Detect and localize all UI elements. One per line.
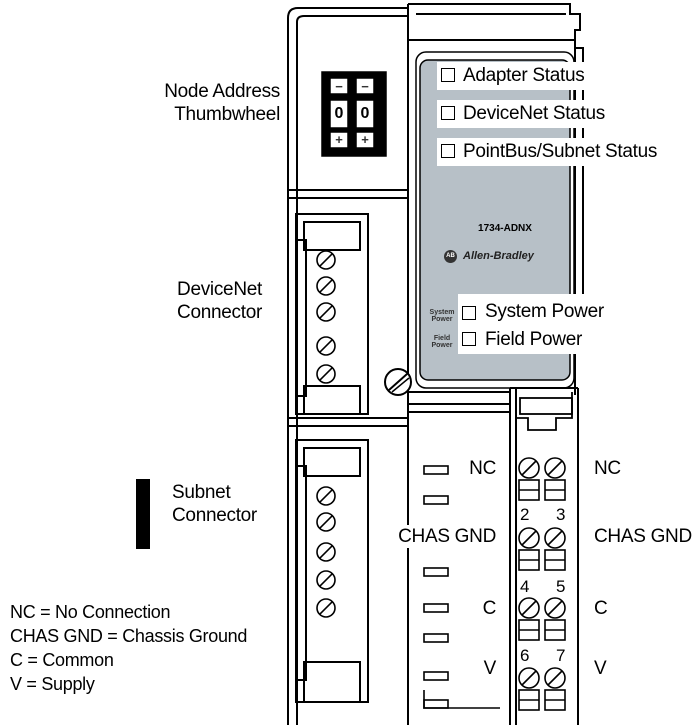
terminal-block-screws (518, 457, 566, 711)
node-address-thumbwheel (321, 71, 387, 157)
model-number: 1734-ADNX (478, 223, 532, 234)
terminal-number-5: 5 (556, 577, 566, 596)
devicenet-status-label: DeviceNet Status (463, 103, 605, 124)
adapter-status-label: Adapter Status (463, 65, 585, 86)
devicenet-status-led (441, 106, 455, 120)
system-power-small-line1: System (429, 309, 455, 316)
subnet-connector-label-line1: Subnet (172, 482, 231, 503)
legend-v: V = Supply (10, 674, 95, 694)
terminal-left-v: V (483, 658, 497, 679)
field-power-small-line2: Power (431, 342, 453, 349)
terminal-number-7: 7 (556, 646, 566, 665)
system-power-small-line2: Power (431, 316, 453, 323)
thumbwheel-plus-right: + (361, 132, 369, 147)
node-address-label-line2: Thumbwheel (174, 104, 280, 125)
side-slot (423, 567, 449, 577)
thumbwheel-digit-right[interactable]: 0 (360, 105, 370, 122)
field-power-led (462, 332, 476, 346)
thumbwheel-plus-left: + (335, 132, 343, 147)
devicenet-connector-label-line2: Connector (177, 302, 262, 323)
side-slot (423, 633, 449, 643)
terminal-number-2: 2 (520, 505, 530, 524)
terminal-block-outline (509, 388, 579, 725)
node-address-label-line1: Node Address (164, 81, 280, 102)
subnet-marker-bar (136, 479, 150, 549)
ab-logo-icon: AB (444, 250, 457, 263)
legend-chas-gnd: CHAS GND = Chassis Ground (10, 626, 248, 646)
field-power-label: Field Power (485, 329, 583, 350)
thumbwheel-digit-left[interactable]: 0 (334, 105, 344, 122)
subnet-connector-body (295, 439, 369, 703)
thumbwheel-minus-left: − (335, 79, 343, 94)
devicenet-connector-body (295, 213, 369, 415)
terminal-right-chas-gnd: CHAS GND (594, 526, 692, 547)
connector-screws (316, 250, 336, 618)
terminal-left-nc: NC (469, 458, 496, 479)
legend-nc: NC = No Connection (10, 602, 171, 622)
terminal-right-c: C (594, 598, 608, 619)
adapter-status-led (441, 68, 455, 82)
system-power-led (462, 306, 476, 320)
housing-left-outline (287, 7, 408, 725)
subnet-connector-label-line2: Connector (172, 505, 257, 526)
side-slot (423, 671, 449, 681)
field-power-small-line1: Field (433, 335, 451, 342)
side-slot (423, 465, 449, 475)
terminal-number-6: 6 (520, 646, 530, 665)
terminal-left-c: C (482, 598, 497, 619)
devicenet-connector-label-line1: DeviceNet (177, 279, 262, 300)
terminal-right-v: V (594, 658, 607, 679)
housing-top (408, 3, 584, 330)
side-slot (423, 495, 449, 505)
terminal-number-4: 4 (520, 577, 530, 596)
brand-name: Allen-Bradley (463, 250, 534, 262)
terminal-left-chas-gnd: CHAS GND (398, 525, 496, 548)
thumbwheel-minus-right: − (361, 79, 369, 94)
housing-inner-left (296, 15, 408, 725)
side-slot (423, 603, 449, 613)
pointbus-status-label: PointBus/Subnet Status (463, 141, 658, 162)
legend-c: C = Common (10, 650, 114, 670)
terminal-number-3: 3 (556, 505, 566, 524)
system-power-label: System Power (485, 301, 604, 322)
terminal-right-nc: NC (594, 458, 621, 479)
side-slots (423, 465, 500, 709)
pointbus-status-led (441, 144, 455, 158)
side-slot (423, 699, 449, 709)
